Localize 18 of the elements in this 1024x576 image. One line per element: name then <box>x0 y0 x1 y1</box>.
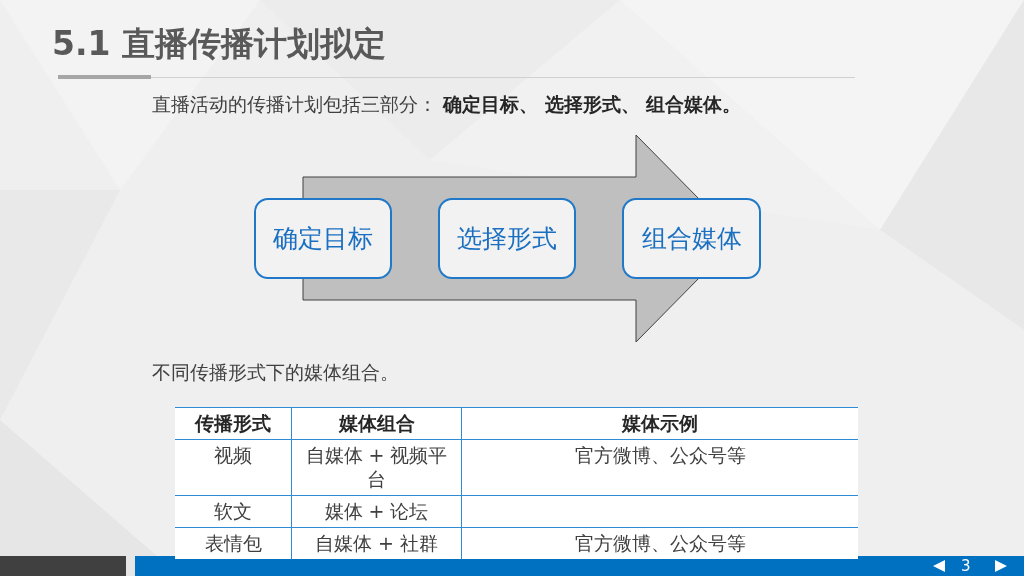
page-number: 3 <box>961 556 971 576</box>
table-text: 媒体 + 论坛 <box>324 500 429 522</box>
column-header: 媒体组合 <box>338 412 415 434</box>
column-header: 传播形式 <box>195 412 271 434</box>
table-text: 表情包 <box>204 532 262 554</box>
table-text: 自媒体 + 视频平台 <box>305 444 448 490</box>
table-text: 自媒体 + 社群 <box>315 532 438 554</box>
step-box: 确定目标 <box>254 198 392 279</box>
table-text: 软文 <box>214 500 252 522</box>
section-subtitle: 不同传播形式下的媒体组合。 <box>152 360 399 385</box>
table-text: 视频 <box>214 444 252 466</box>
step-box: 选择形式 <box>438 198 576 279</box>
slide-title: 5.1 直播传播计划拟定 <box>52 24 386 64</box>
table-text: 官方微博、公众号等 <box>574 444 746 466</box>
step-box: 组合媒体 <box>622 198 761 279</box>
column-header: 媒体示例 <box>622 412 698 434</box>
intro-text: 直播活动的传播计划包括三部分： 确定目标、 选择形式、 组合媒体。 <box>152 92 742 117</box>
table-text: 官方微博、公众号等 <box>574 532 746 554</box>
